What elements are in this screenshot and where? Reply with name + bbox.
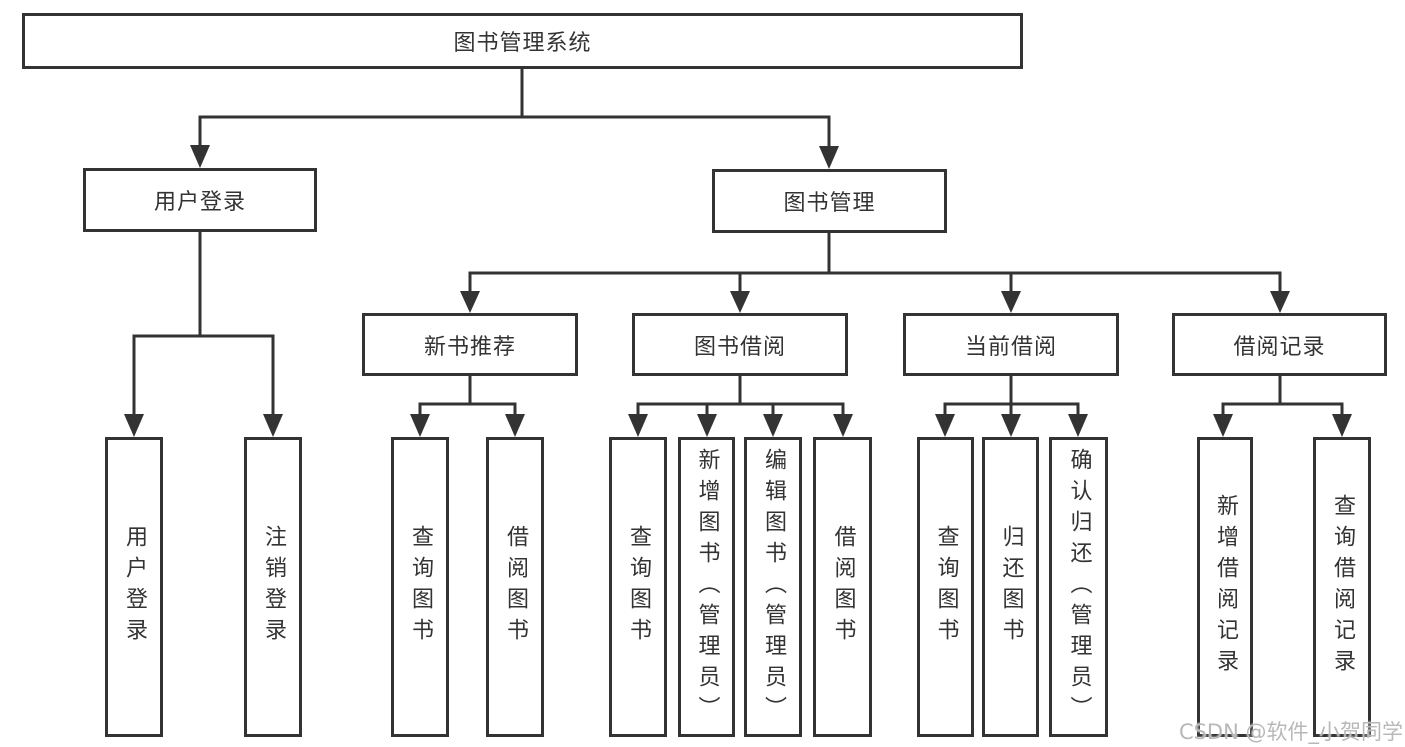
connector-borrowing-to-leaves (636, 374, 845, 420)
node-book-borrowing-label: 图书借阅 (693, 334, 786, 360)
node-book-management: 图书管理 (712, 169, 947, 233)
leaf-records-add-record-label: 新增借阅记录 (1213, 494, 1238, 680)
leaf-newbooks-borrow-books: 借阅图书 (486, 437, 544, 737)
leaf-newbooks-borrow-books-label: 借阅图书 (503, 525, 528, 649)
leaf-borrowing-query-books: 查询图书 (609, 437, 667, 737)
leaf-user-login: 用户登录 (105, 437, 163, 737)
leaf-borrowing-query-books-label: 查询图书 (626, 525, 651, 649)
leaf-current-confirm-return-admin-label: 确认归还（管理员） (1066, 447, 1092, 727)
leaf-user-login-label: 用户登录 (122, 525, 147, 649)
leaf-current-confirm-return-admin: 确认归还（管理员） (1049, 437, 1108, 737)
node-book-borrowing: 图书借阅 (632, 313, 848, 376)
leaf-current-query-books: 查询图书 (917, 437, 974, 737)
leaf-borrowing-edit-books-admin: 编辑图书（管理员） (744, 437, 802, 737)
node-library-system: 图书管理系统 (22, 13, 1023, 69)
connector-bookmgmt-to-level3 (468, 231, 1282, 295)
connector-records-to-leaves (1221, 374, 1344, 420)
leaf-newbooks-query-books: 查询图书 (391, 437, 449, 737)
leaf-borrowing-borrow-books: 借阅图书 (813, 437, 872, 737)
leaf-newbooks-query-books-label: 查询图书 (408, 525, 433, 649)
node-user-login: 用户登录 (83, 168, 317, 232)
node-book-management-label: 图书管理 (783, 191, 876, 216)
leaf-borrowing-borrow-books-label: 借阅图书 (830, 525, 856, 649)
connector-newbooks-to-leaves (418, 374, 517, 420)
node-library-system-label: 图书管理系统 (453, 31, 592, 56)
csdn-watermark: CSDN @软件_小贺同学 (1178, 720, 1403, 744)
leaf-records-query-record-label: 查询借阅记录 (1330, 494, 1355, 680)
leaf-current-return-books: 归还图书 (982, 437, 1039, 737)
leaf-current-return-books-label: 归还图书 (998, 525, 1024, 649)
connector-root-to-level2 (198, 67, 831, 150)
connector-current-to-leaves (943, 374, 1080, 420)
connector-userlogin-to-leaves (132, 231, 275, 420)
node-borrow-records-label: 借阅记录 (1233, 334, 1326, 360)
node-user-login-label: 用户登录 (153, 190, 246, 215)
node-borrow-records: 借阅记录 (1172, 313, 1387, 376)
leaf-borrowing-add-books-admin-label: 新增图书（管理员） (694, 447, 720, 727)
leaf-logout-label: 注销登录 (261, 525, 286, 649)
node-new-book-recommend-label: 新书推荐 (423, 334, 516, 360)
leaf-borrowing-add-books-admin: 新增图书（管理员） (678, 437, 735, 737)
leaf-borrowing-edit-books-admin-label: 编辑图书（管理员） (761, 447, 786, 727)
node-new-book-recommend: 新书推荐 (362, 313, 578, 376)
leaf-records-add-record: 新增借阅记录 (1197, 437, 1253, 737)
leaf-logout: 注销登录 (244, 437, 302, 737)
node-current-borrowing-label: 当前借阅 (964, 334, 1057, 360)
leaf-current-query-books-label: 查询图书 (933, 525, 959, 649)
node-current-borrowing: 当前借阅 (903, 313, 1119, 376)
leaf-records-query-record: 查询借阅记录 (1313, 437, 1371, 737)
